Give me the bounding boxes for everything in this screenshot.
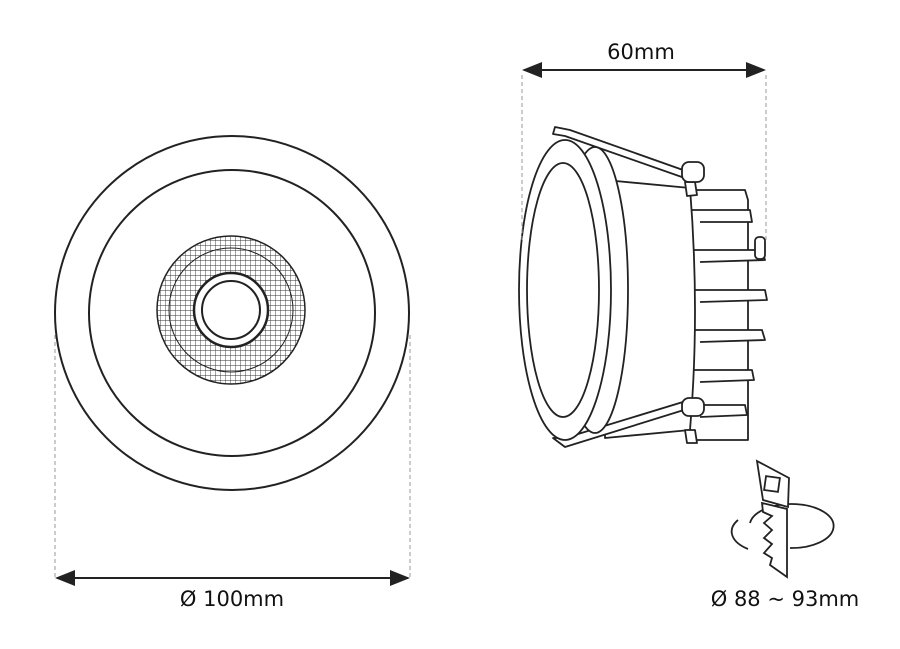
cutout-saw-icon: [730, 459, 835, 579]
width-dimension: [54, 335, 411, 578]
side-view: [518, 126, 768, 448]
front-view: [54, 135, 410, 491]
lens-inner-ring: [201, 280, 261, 340]
depth-label: 60mm: [607, 40, 675, 64]
inner-ring-circle: [88, 169, 376, 457]
outer-diameter-label: Ø 100mm: [179, 587, 285, 611]
cutout-diameter-label: Ø 88 ~ 93mm: [710, 587, 860, 611]
outer-trim-circle: [54, 135, 410, 491]
trim-lens: [526, 162, 600, 418]
